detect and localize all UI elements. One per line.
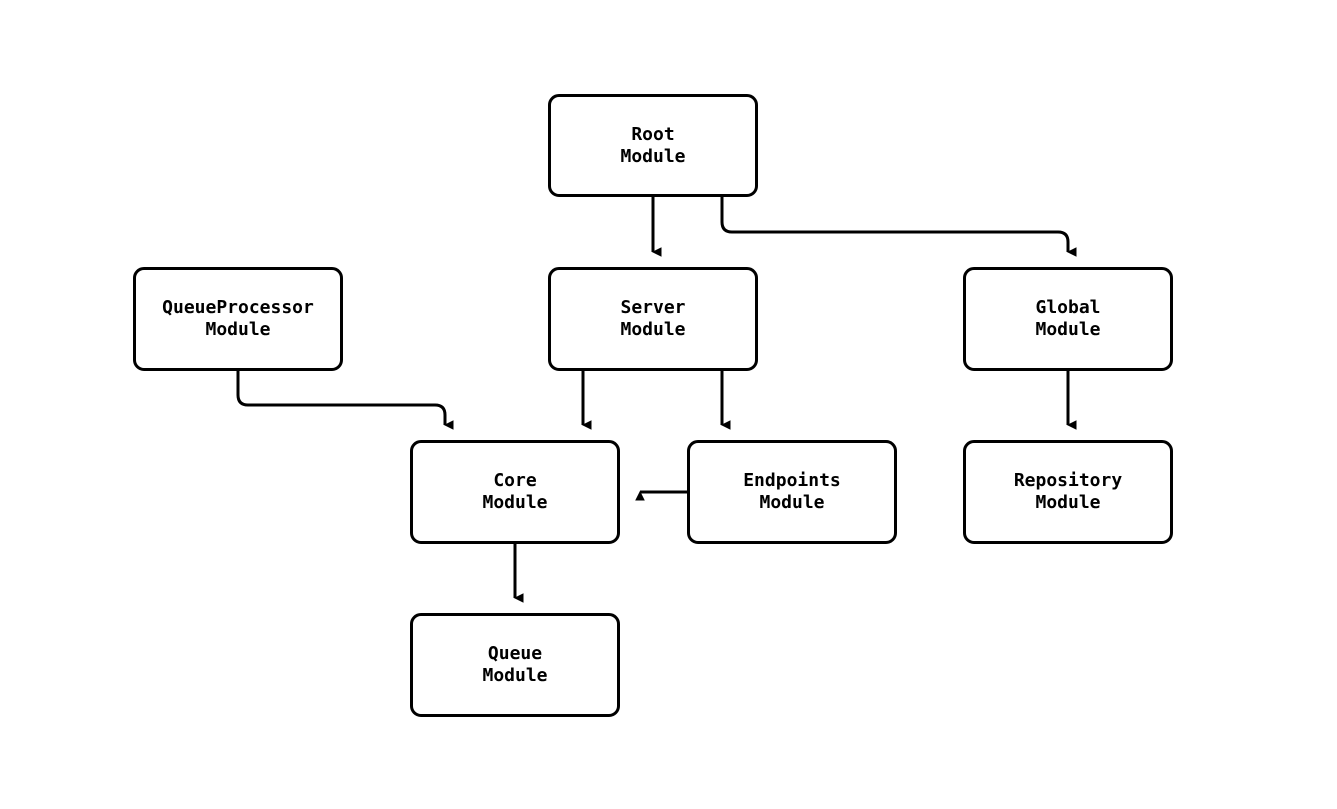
node-root-module[interactable]: Root Module bbox=[548, 94, 758, 197]
edges-group bbox=[236, 197, 1077, 603]
node-endpoints-module[interactable]: Endpoints Module bbox=[687, 440, 897, 544]
edge-root-to-global bbox=[720, 197, 1077, 257]
node-queueprocessor-module-label-line1: QueueProcessor bbox=[162, 297, 314, 318]
node-core-module[interactable]: Core Module bbox=[410, 440, 620, 544]
node-global-module[interactable]: Global Module bbox=[963, 267, 1173, 371]
node-repository-module-label-line2: Module bbox=[1035, 492, 1101, 513]
node-global-module-label-line2: Module bbox=[1035, 319, 1101, 340]
node-core-module-label-line2: Module bbox=[482, 492, 548, 513]
node-queue-module[interactable]: Queue Module bbox=[410, 613, 620, 717]
node-repository-module[interactable]: Repository Module bbox=[963, 440, 1173, 544]
node-queueprocessor-module[interactable]: QueueProcessor Module bbox=[133, 267, 343, 371]
node-endpoints-module-label-line2: Module bbox=[759, 492, 825, 513]
node-global-module-label-line1: Global bbox=[1035, 297, 1101, 318]
node-queue-module-label-line1: Queue bbox=[487, 643, 543, 664]
node-queueprocessor-module-label-line2: Module bbox=[205, 319, 271, 340]
node-core-module-label-line1: Core bbox=[493, 470, 537, 491]
node-queue-module-label-line2: Module bbox=[482, 665, 548, 686]
node-server-module-label-line1: Server bbox=[620, 297, 686, 318]
node-root-module-label-line2: Module bbox=[620, 145, 686, 167]
node-server-module-label-line2: Module bbox=[620, 319, 686, 340]
node-repository-module-label-line1: Repository bbox=[1013, 470, 1123, 491]
edge-queueprocessor-to-core bbox=[236, 371, 454, 430]
node-server-module[interactable]: Server Module bbox=[548, 267, 758, 371]
node-endpoints-module-label-line1: Endpoints bbox=[743, 470, 841, 491]
node-root-module-label-line1: Root bbox=[631, 123, 675, 145]
